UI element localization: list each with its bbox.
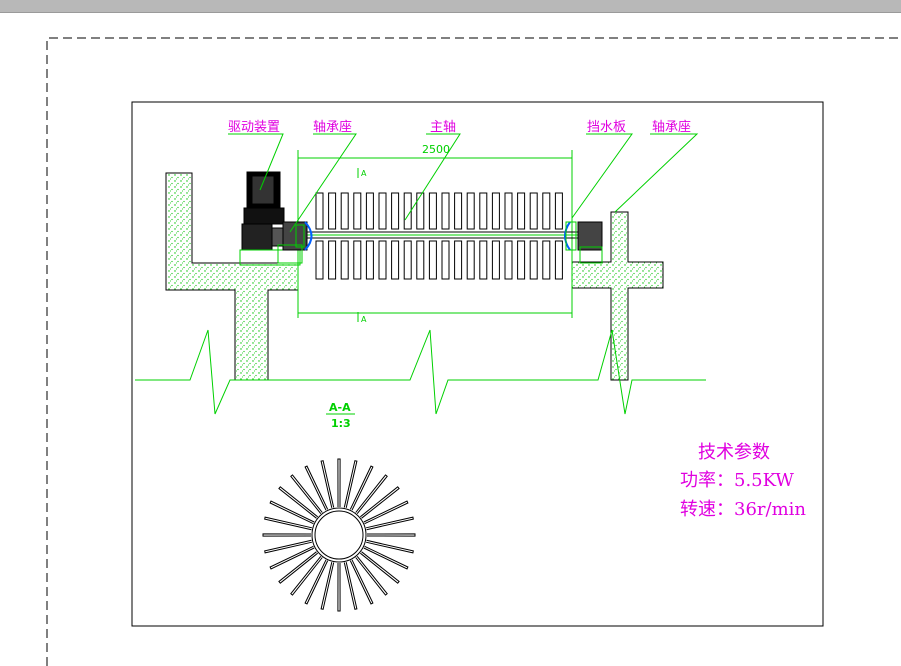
radial-fin xyxy=(264,516,313,531)
specs-power: 功率：5.5KW xyxy=(680,470,794,491)
bearing-seat-left xyxy=(277,221,313,264)
radial-fin xyxy=(320,460,335,509)
radial-fin xyxy=(359,551,400,584)
specs-title: 技术参数 xyxy=(698,442,770,463)
radial-fin xyxy=(278,486,319,519)
drum-fin-lower xyxy=(378,240,387,280)
drum-fin-upper xyxy=(504,192,513,230)
main-shaft xyxy=(290,231,600,239)
drum-fin-upper xyxy=(542,192,551,230)
radial-fin xyxy=(355,474,388,515)
drum-fin-lower xyxy=(504,240,513,280)
ground-break-lines xyxy=(135,329,706,415)
drum-fin-lower xyxy=(441,240,450,280)
radial-fin xyxy=(365,516,414,531)
radial-fin xyxy=(363,500,409,525)
drum-fin-lower xyxy=(365,240,374,280)
dimension-label: 2500 xyxy=(422,143,450,156)
section-mark-bottom: A xyxy=(361,315,367,324)
radial-fin xyxy=(269,500,315,525)
section-scale: 1:3 xyxy=(331,417,351,430)
drum-fin-upper xyxy=(365,192,374,230)
drum-fin-upper xyxy=(454,192,463,230)
radial-fin xyxy=(359,486,400,519)
radial-fin xyxy=(366,533,416,537)
drum-fin-upper xyxy=(441,192,450,230)
radial-fin xyxy=(320,561,335,610)
drum-fin-lower xyxy=(542,240,551,280)
radial-fin xyxy=(349,465,374,511)
drum-fin-upper xyxy=(353,192,362,230)
drum-fin-upper xyxy=(416,192,425,230)
section-mark-top: A xyxy=(361,169,367,178)
drum-fin-upper xyxy=(315,192,324,230)
annotations: 驱动装置 轴承座 主轴 挡水板 轴承座 xyxy=(228,120,691,135)
drum-fin-lower xyxy=(353,240,362,280)
drum-fin-lower xyxy=(391,240,400,280)
drum-fin-upper xyxy=(479,192,488,230)
drum-fin-upper xyxy=(340,192,349,230)
radial-fin xyxy=(264,539,313,554)
drum-fin-lower xyxy=(454,240,463,280)
drum-fin-lower xyxy=(466,240,475,280)
radial-fin xyxy=(343,561,358,610)
drum-fin-upper xyxy=(517,192,526,230)
section-radial-view xyxy=(262,458,416,612)
leader-lines xyxy=(228,133,699,233)
drum-fin-upper xyxy=(391,192,400,230)
drum-fin-lower xyxy=(428,240,437,280)
radial-fin xyxy=(278,551,319,584)
specs-speed: 转速：36r/min xyxy=(680,499,806,520)
radial-fin xyxy=(290,474,323,515)
radial-fin xyxy=(337,562,341,612)
drum-fin-lower xyxy=(340,240,349,280)
radial-fin xyxy=(290,555,323,596)
drum-fins xyxy=(315,192,563,280)
drum-fin-lower xyxy=(554,240,563,280)
drum-fin-upper xyxy=(529,192,538,230)
radial-fin xyxy=(304,559,329,605)
label-main-shaft: 主轴 xyxy=(430,120,456,135)
drawing-frame xyxy=(131,101,824,627)
label-drive: 驱动装置 xyxy=(228,120,280,135)
drum-fin-lower xyxy=(491,240,500,280)
drum-fin-upper xyxy=(491,192,500,230)
drum-fin-lower xyxy=(328,240,337,280)
section-caption: A-A 1:3 xyxy=(326,401,355,430)
label-baffle: 挡水板 xyxy=(587,120,626,135)
drum-fin-lower xyxy=(403,240,412,280)
radial-fin xyxy=(355,555,388,596)
drum-fin-lower xyxy=(529,240,538,280)
window-title-bar xyxy=(0,0,901,13)
drum-fin-lower xyxy=(479,240,488,280)
drum-fin-upper xyxy=(428,192,437,230)
radial-fin xyxy=(337,458,341,508)
drum-fin-upper xyxy=(328,192,337,230)
label-bearing-left: 轴承座 xyxy=(313,120,352,135)
drive-unit xyxy=(239,171,301,266)
radial-fin xyxy=(349,559,374,605)
section-title: A-A xyxy=(329,401,351,414)
drum-fin-upper xyxy=(554,192,563,230)
radial-fin xyxy=(343,460,358,509)
drum-fin-lower xyxy=(416,240,425,280)
tech-specs: 技术参数 功率：5.5KW 转速：36r/min xyxy=(680,442,806,520)
bearing-seat-right xyxy=(564,221,603,264)
radial-fin xyxy=(365,539,414,554)
drum-outline xyxy=(297,150,573,322)
radial-fin xyxy=(269,545,315,570)
radial-fin xyxy=(262,533,312,537)
drum-fin-upper xyxy=(403,192,412,230)
drum-fin-upper xyxy=(466,192,475,230)
radial-fin xyxy=(304,465,329,511)
drum-fin-lower xyxy=(517,240,526,280)
radial-fin xyxy=(363,545,409,570)
drum-fin-lower xyxy=(315,240,324,280)
drum-fin-upper xyxy=(378,192,387,230)
concrete-left xyxy=(165,172,299,381)
sheet-dashed-border xyxy=(46,37,901,666)
label-bearing-right: 轴承座 xyxy=(652,120,691,135)
